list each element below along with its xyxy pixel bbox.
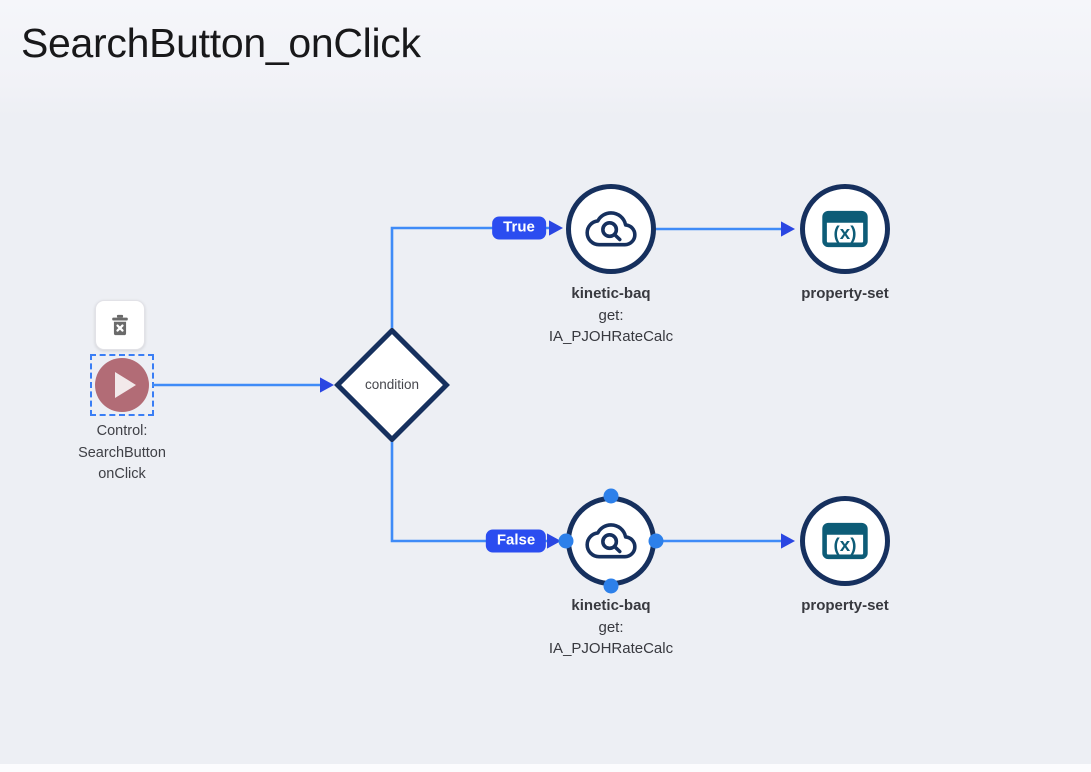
control-label-line3: onClick bbox=[98, 466, 146, 482]
page-title: SearchButton_onClick bbox=[21, 20, 421, 66]
play-icon bbox=[115, 372, 136, 398]
kinetic-true-target: IA_PJOHRateCalc bbox=[548, 328, 674, 345]
bottom-edge bbox=[0, 764, 1091, 772]
edge-control-to-condition[interactable] bbox=[152, 377, 334, 393]
property-set-glyph: (x) bbox=[834, 222, 857, 243]
property-true-title: property-set bbox=[801, 285, 889, 302]
branch-badge-false: False bbox=[485, 529, 547, 553]
wire bbox=[390, 442, 547, 543]
property-set-icon: (x) bbox=[822, 210, 868, 248]
cloud-search-icon bbox=[585, 523, 637, 559]
arrowhead-icon bbox=[781, 533, 795, 549]
arrowhead-icon bbox=[549, 220, 563, 236]
kinetic-baq-node-true[interactable] bbox=[566, 184, 656, 274]
property-set-icon: (x) bbox=[822, 522, 868, 560]
kinetic-baq-node-false[interactable] bbox=[566, 496, 656, 586]
property-false-title: property-set bbox=[801, 597, 889, 614]
kinetic-true-title: kinetic-baq bbox=[571, 285, 651, 302]
cloud-search-icon bbox=[585, 211, 637, 247]
arrowhead-icon bbox=[547, 533, 561, 549]
trash-icon bbox=[112, 314, 128, 336]
kinetic-false-title: kinetic-baq bbox=[571, 597, 651, 614]
kinetic-true-label: kinetic-baq get: IA_PJOHRateCalc bbox=[511, 283, 711, 348]
kinetic-false-target: IA_PJOHRateCalc bbox=[548, 640, 674, 657]
control-start-node[interactable] bbox=[95, 358, 149, 412]
property-true-label: property-set bbox=[745, 283, 945, 305]
property-false-label: property-set bbox=[745, 595, 945, 617]
control-node-label: Control: SearchButton onClick bbox=[22, 421, 222, 486]
kinetic-false-operation: get: bbox=[598, 618, 624, 636]
delete-node-button[interactable] bbox=[95, 300, 145, 350]
kinetic-false-label: kinetic-baq get: IA_PJOHRateCalc bbox=[511, 595, 711, 660]
edge-kinetic-false-to-property[interactable] bbox=[656, 533, 795, 549]
property-set-glyph: (x) bbox=[834, 534, 857, 555]
condition-node-label: condition bbox=[364, 377, 420, 392]
edge-kinetic-true-to-property[interactable] bbox=[656, 221, 795, 237]
control-node-selection[interactable] bbox=[90, 354, 154, 416]
kinetic-true-operation: get: bbox=[598, 306, 624, 324]
property-set-node-false[interactable]: (x) bbox=[800, 496, 890, 586]
control-label-line1: Control: bbox=[96, 423, 148, 439]
property-set-node-true[interactable]: (x) bbox=[800, 184, 890, 274]
control-label-line2: SearchButton bbox=[78, 444, 166, 461]
arrowhead-icon bbox=[781, 221, 795, 237]
branch-badge-true: True bbox=[492, 216, 546, 240]
